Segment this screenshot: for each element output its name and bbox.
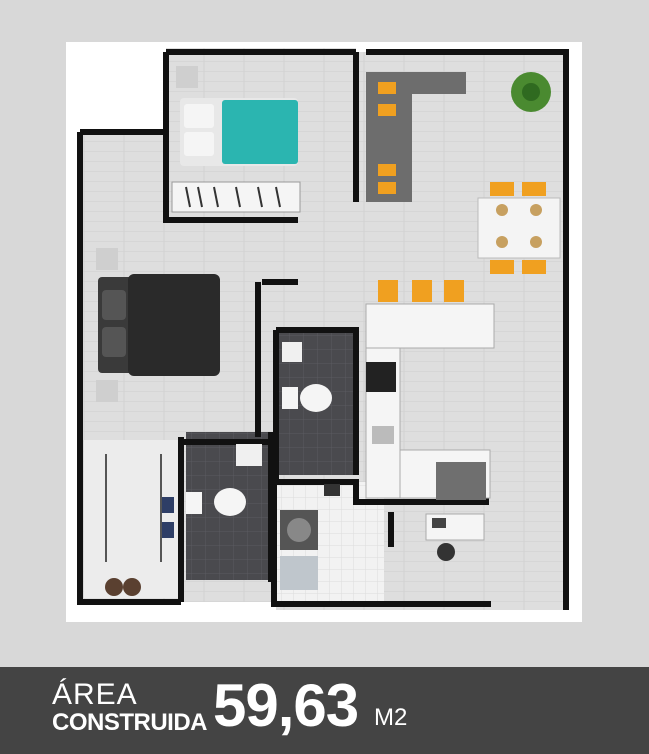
walls [77, 49, 569, 610]
living-room [366, 72, 551, 202]
bathroom-fixtures [186, 342, 332, 516]
area-label-line1: ÁREA [52, 678, 138, 711]
kitchen [365, 280, 495, 500]
laundry-fixtures [280, 484, 340, 590]
area-label-line2: CONSTRUIDA [52, 709, 208, 736]
closet-floor [84, 440, 179, 598]
footer-bar [0, 667, 649, 754]
bedroom-2 [96, 248, 220, 402]
area-unit: M2 [374, 704, 408, 731]
bedroom-1 [171, 66, 301, 213]
floor-plan-drawing [77, 48, 569, 610]
area-value: 59,63 [213, 672, 359, 739]
desk [425, 513, 485, 561]
floor-plan-image [66, 42, 582, 622]
dining [477, 182, 561, 274]
closet [105, 454, 174, 596]
